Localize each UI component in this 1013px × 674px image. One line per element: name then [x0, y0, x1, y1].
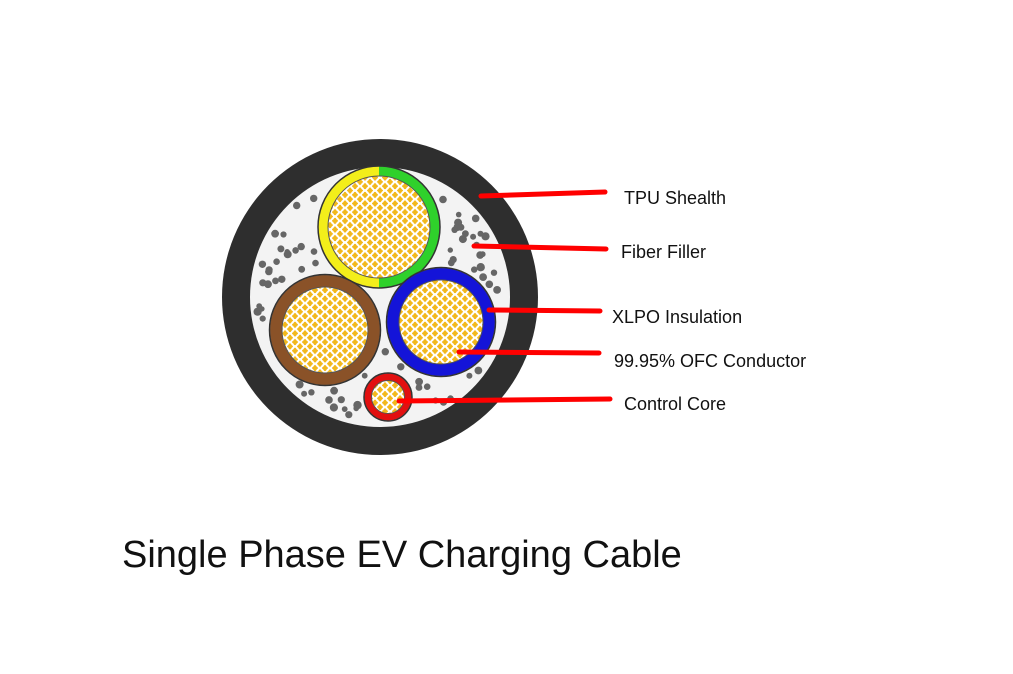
filler-dot [272, 277, 279, 285]
filler-dot [264, 280, 272, 289]
filler-dot [265, 266, 273, 274]
leader-xlpo-insulation [486, 307, 603, 314]
filler-dot [312, 259, 319, 267]
filler-dot [466, 372, 473, 379]
leader-ofc-conductor [456, 349, 602, 356]
filler-dot [271, 229, 279, 238]
filler-dot [298, 265, 306, 273]
filler-dot [361, 372, 368, 379]
filler-dot [474, 366, 483, 375]
filler-dot [297, 242, 305, 251]
filler-dot [273, 258, 280, 266]
filler-dot [284, 249, 290, 255]
filler-dot [476, 263, 485, 272]
filler-dot [292, 247, 299, 254]
filler-dot [293, 201, 301, 210]
filler-dot [258, 260, 267, 268]
filler-dot [485, 280, 494, 289]
filler-dot [470, 233, 477, 240]
diagram-title: Single Phase EV Charging Cable [122, 534, 682, 576]
filler-dot [295, 380, 304, 389]
filler-dot [415, 377, 423, 386]
filler-dot [277, 245, 285, 253]
filler-dot [455, 211, 462, 218]
filler-dot [310, 194, 318, 203]
filler-dot [490, 269, 498, 276]
leader-fiber-filler [471, 243, 609, 252]
filler-dot [280, 231, 287, 238]
filler-dot [278, 275, 286, 283]
label-tpu-sheath: TPU Shealth [624, 188, 727, 208]
leader-tpu-sheath [478, 189, 608, 199]
filler-dot [449, 256, 457, 264]
filler-dot [329, 403, 338, 412]
neutral-core [385, 266, 497, 378]
filler-dot [308, 389, 315, 396]
filler-dot [447, 247, 453, 253]
filler-dot [253, 307, 262, 316]
filler-dot [458, 235, 467, 244]
filler-dot [301, 390, 308, 397]
filler-dot [462, 230, 469, 238]
filler-dot [330, 386, 338, 395]
filler-dot [476, 251, 484, 259]
filler-dot [381, 348, 389, 356]
label-control-core: Control Core [624, 394, 727, 414]
leader-control-core [396, 396, 613, 404]
live-core [268, 273, 382, 387]
label-ofc-conductor: 99.95% OFC Conductor [614, 351, 807, 371]
label-xlpo-insulation: XLPO Insulation [612, 307, 743, 327]
filler-dot [451, 226, 458, 233]
earth-core [317, 165, 441, 289]
filler-dot [457, 223, 465, 231]
control-core [363, 372, 413, 422]
filler-dot [310, 248, 318, 255]
filler-dot [353, 405, 360, 412]
filler-dot [397, 363, 405, 371]
label-fiber-filler: Fiber Filler [621, 242, 707, 262]
filler-dot [423, 383, 431, 391]
leader-lines [396, 189, 613, 404]
filler-dot [341, 406, 348, 412]
filler-dot [493, 286, 501, 294]
filler-dot [259, 315, 266, 322]
filler-dot [471, 214, 480, 223]
filler-dot [479, 273, 487, 281]
filler-dot [337, 396, 345, 404]
filler-dot [471, 266, 478, 273]
filler-dot [415, 384, 423, 391]
filler-dot [345, 411, 353, 419]
filler-dot [439, 195, 447, 204]
filler-dot [477, 230, 484, 237]
filler-dot [325, 396, 333, 404]
